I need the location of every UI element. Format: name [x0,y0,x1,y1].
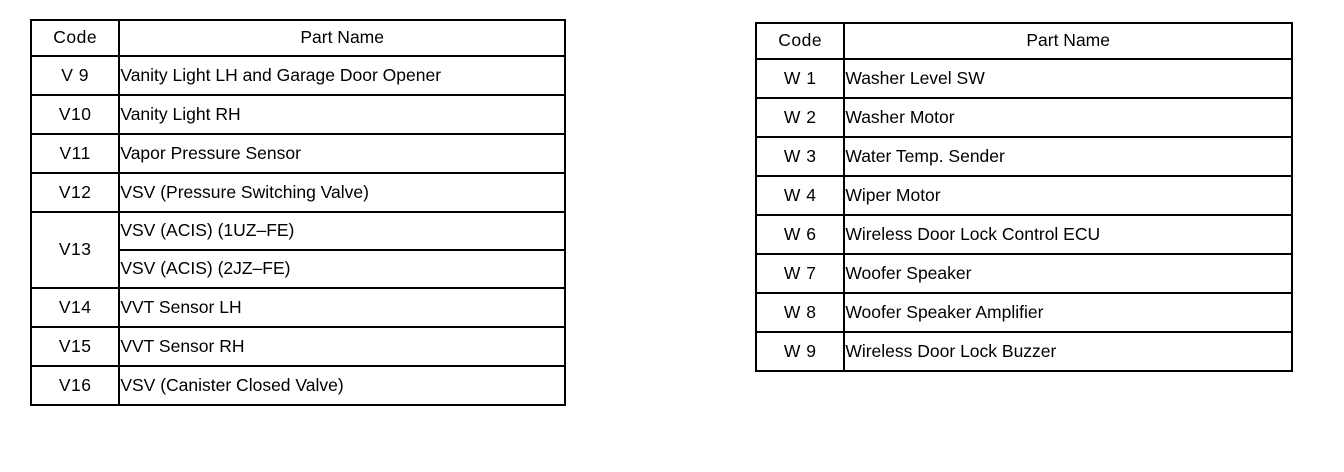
cell-code: W 1 [754,58,846,99]
column-header-code: Code [754,22,846,60]
cell-code: W 6 [754,214,846,255]
cell-code: V10 [29,94,121,135]
cell-code: W 3 [754,136,846,177]
cell-code: V13 [29,211,121,289]
cell-part-name: Water Temp. Sender [843,136,1293,177]
cell-part-name: Vanity Light LH and Garage Door Opener [118,55,566,96]
cell-code: W 9 [754,331,846,372]
cell-part-name: Vanity Light RH [118,94,566,135]
cell-code: W 2 [754,97,846,138]
cell-part-name: Woofer Speaker [843,253,1293,294]
column-header-code: Code [29,19,121,57]
table-row: VSV (ACIS) (2JZ–FE) [31,249,566,289]
cell-code: V16 [29,365,121,406]
cell-part-name: VVT Sensor LH [118,287,566,328]
cell-code: V12 [29,172,121,213]
cell-code: V15 [29,326,121,367]
cell-part-name: VSV (Pressure Switching Valve) [118,172,566,213]
cell-code: W 7 [754,253,846,294]
cell-part-name: Washer Motor [843,97,1293,138]
cell-part-name: VSV (ACIS) (2JZ–FE) [118,249,566,289]
cell-part-name: VSV (Canister Closed Valve) [118,365,566,406]
cell-part-name: Wiper Motor [843,175,1293,216]
cell-part-name: Wireless Door Lock Control ECU [843,214,1293,255]
cell-part-name: Washer Level SW [843,58,1293,99]
cell-code: V 9 [29,55,121,96]
column-header-part-name: Part Name [843,22,1293,60]
cell-part-name: Woofer Speaker Amplifier [843,292,1293,333]
column-header-part-name: Part Name [118,19,566,57]
cell-part-name: Vapor Pressure Sensor [118,133,566,174]
cell-part-name: VVT Sensor RH [118,326,566,367]
cell-code: V14 [29,287,121,328]
cell-code: W 8 [754,292,846,333]
cell-part-name: VSV (ACIS) (1UZ–FE) [118,211,566,251]
cell-code: V11 [29,133,121,174]
cell-part-name: Wireless Door Lock Buzzer [843,331,1293,372]
cell-code: W 4 [754,175,846,216]
